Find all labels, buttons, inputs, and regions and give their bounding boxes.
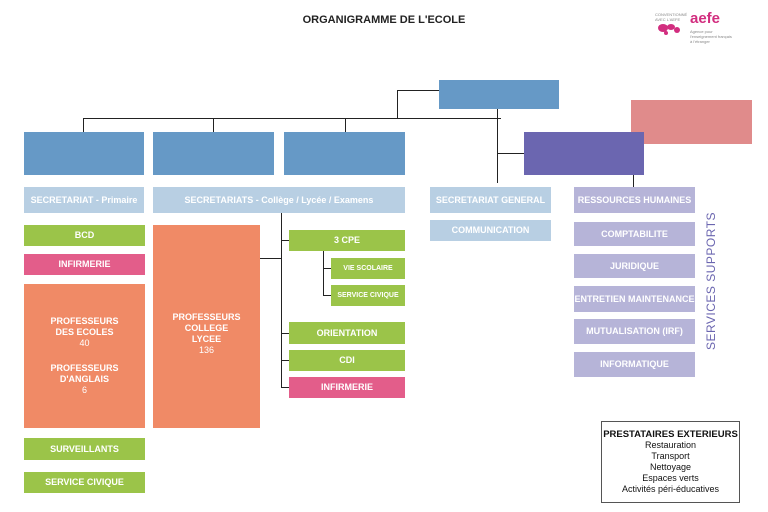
ressources-humaines-box: RESSOURCES HUMAINES [574,187,695,213]
infirmerie-college: INFIRMERIE [289,377,405,398]
mutualisation-box: MUTUALISATION (IRF) [574,319,695,344]
primary-head-box [24,132,144,175]
prestataires-box: PRESTATAIRES EXTERIEURS Restauration Tra… [601,421,740,503]
secretariat-general: SECRETARIAT GENERAL [430,187,551,213]
prof-ecoles-count: 40 [79,338,90,348]
service-civique-college: SERVICE CIVIQUE [331,285,405,306]
prof-anglais-label: PROFESSEURS D'ANGLAIS [50,363,119,384]
prof-ecoles-label: PROFESSEURS DES ECOLES [50,316,119,337]
secretariats-college-lycee: SECRETARIATS - Collège / Lycée / Examens [153,187,405,213]
services-supports-label-wrap: SERVICES SUPPORTS [656,212,766,350]
prestataire-item: Activités péri-éducatives [621,484,720,494]
lycee-head-box [284,132,405,175]
aefe-logo: CONVENTIONNÉ AVEC L'AEFE aefe Agence pou… [655,10,750,44]
entretien-maintenance-box: ENTRETIEN MAINTENANCE [574,286,695,312]
external-box [631,100,752,144]
prof-college-count: 136 [198,345,215,355]
prestataire-item: Nettoyage [649,462,692,472]
professeurs-primaire-box: PROFESSEURS DES ECOLES 40 PROFESSEURS D'… [24,284,145,428]
comptabilite-box: COMPTABILITE [574,222,695,246]
communication-box: COMMUNICATION [430,220,551,241]
professeurs-college-lycee-box: PROFESSEURS COLLEGE LYCEE 136 [153,225,260,428]
service-civique-primaire: SERVICE CIVIQUE [24,472,145,493]
secretariat-primaire: SECRETARIAT - Primaire [24,187,144,213]
infirmerie-primaire: INFIRMERIE [24,254,145,275]
head-box [439,80,559,109]
logo-tagline-left: CONVENTIONNÉ AVEC L'AEFE [655,12,688,22]
prestataire-item: Transport [651,451,690,461]
surveillants-box: SURVEILLANTS [24,438,145,460]
prestataire-item: Espaces verts [642,473,699,483]
services-supports-label: SERVICES SUPPORTS [704,211,719,351]
prof-anglais-count: 6 [81,385,87,395]
prof-college-label: PROFESSEURS COLLEGE LYCEE [172,312,241,344]
vie-scolaire-box: VIE SCOLAIRE [331,258,405,279]
college-head-box [153,132,274,175]
cpe-box: 3 CPE [289,230,405,251]
world-map-icon [657,22,681,36]
informatique-box: INFORMATIQUE [574,352,695,377]
logo-brand: aefe [690,10,721,27]
cdi-box: CDI [289,350,405,371]
juridique-box: JURIDIQUE [574,254,695,278]
logo-tagline-right: Agence pour l'enseignement français à l'… [690,29,732,44]
prestataires-title: PRESTATAIRES EXTERIEURS [603,429,738,440]
admin-box [524,132,644,175]
prestataire-item: Restauration [644,440,697,450]
page-title: ORGANIGRAMME DE L'ECOLE [302,14,466,26]
bcd-box: BCD [24,225,145,246]
orientation-box: ORIENTATION [289,322,405,344]
